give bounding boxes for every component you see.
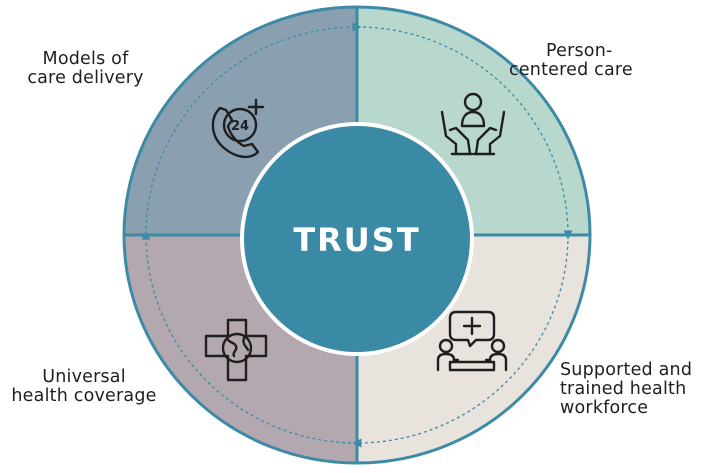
arrow-top-left-to-top-right: [145, 22, 362, 236]
label-line: Supported and: [560, 360, 693, 380]
center-label: TRUST: [293, 221, 420, 259]
label-line: workforce: [560, 398, 649, 418]
label-models-of-care-delivery: Models of care delivery: [18, 50, 153, 88]
label-supported-and-trained-health-workforce: Supported and trained health workforce: [560, 361, 692, 418]
phone-24-plus-icon: 24: [211, 98, 265, 159]
label-line: centered care: [509, 60, 633, 80]
label-line: Person-: [546, 41, 613, 61]
meeting-plus-icon: [436, 310, 508, 372]
label-line: Models of: [42, 49, 129, 69]
label-universal-health-coverage: Universal health coverage: [4, 368, 164, 406]
label-line: health coverage: [11, 386, 157, 406]
center-circle: [240, 122, 474, 356]
label-line: care delivery: [27, 68, 144, 88]
label-line: Universal: [42, 367, 126, 387]
arrow-bottom-right-to-bottom-left: [352, 234, 569, 448]
label-person-centered-care: Person- centered care: [509, 41, 633, 80]
hands-person-icon: [440, 92, 506, 156]
globe-cross-icon: [204, 318, 268, 382]
arrow-top-right-to-bottom-right: [356, 26, 573, 240]
arrow-bottom-left-to-top-left: [141, 230, 358, 444]
phone-24-text: 24: [231, 119, 249, 134]
label-line: trained health: [560, 379, 687, 399]
